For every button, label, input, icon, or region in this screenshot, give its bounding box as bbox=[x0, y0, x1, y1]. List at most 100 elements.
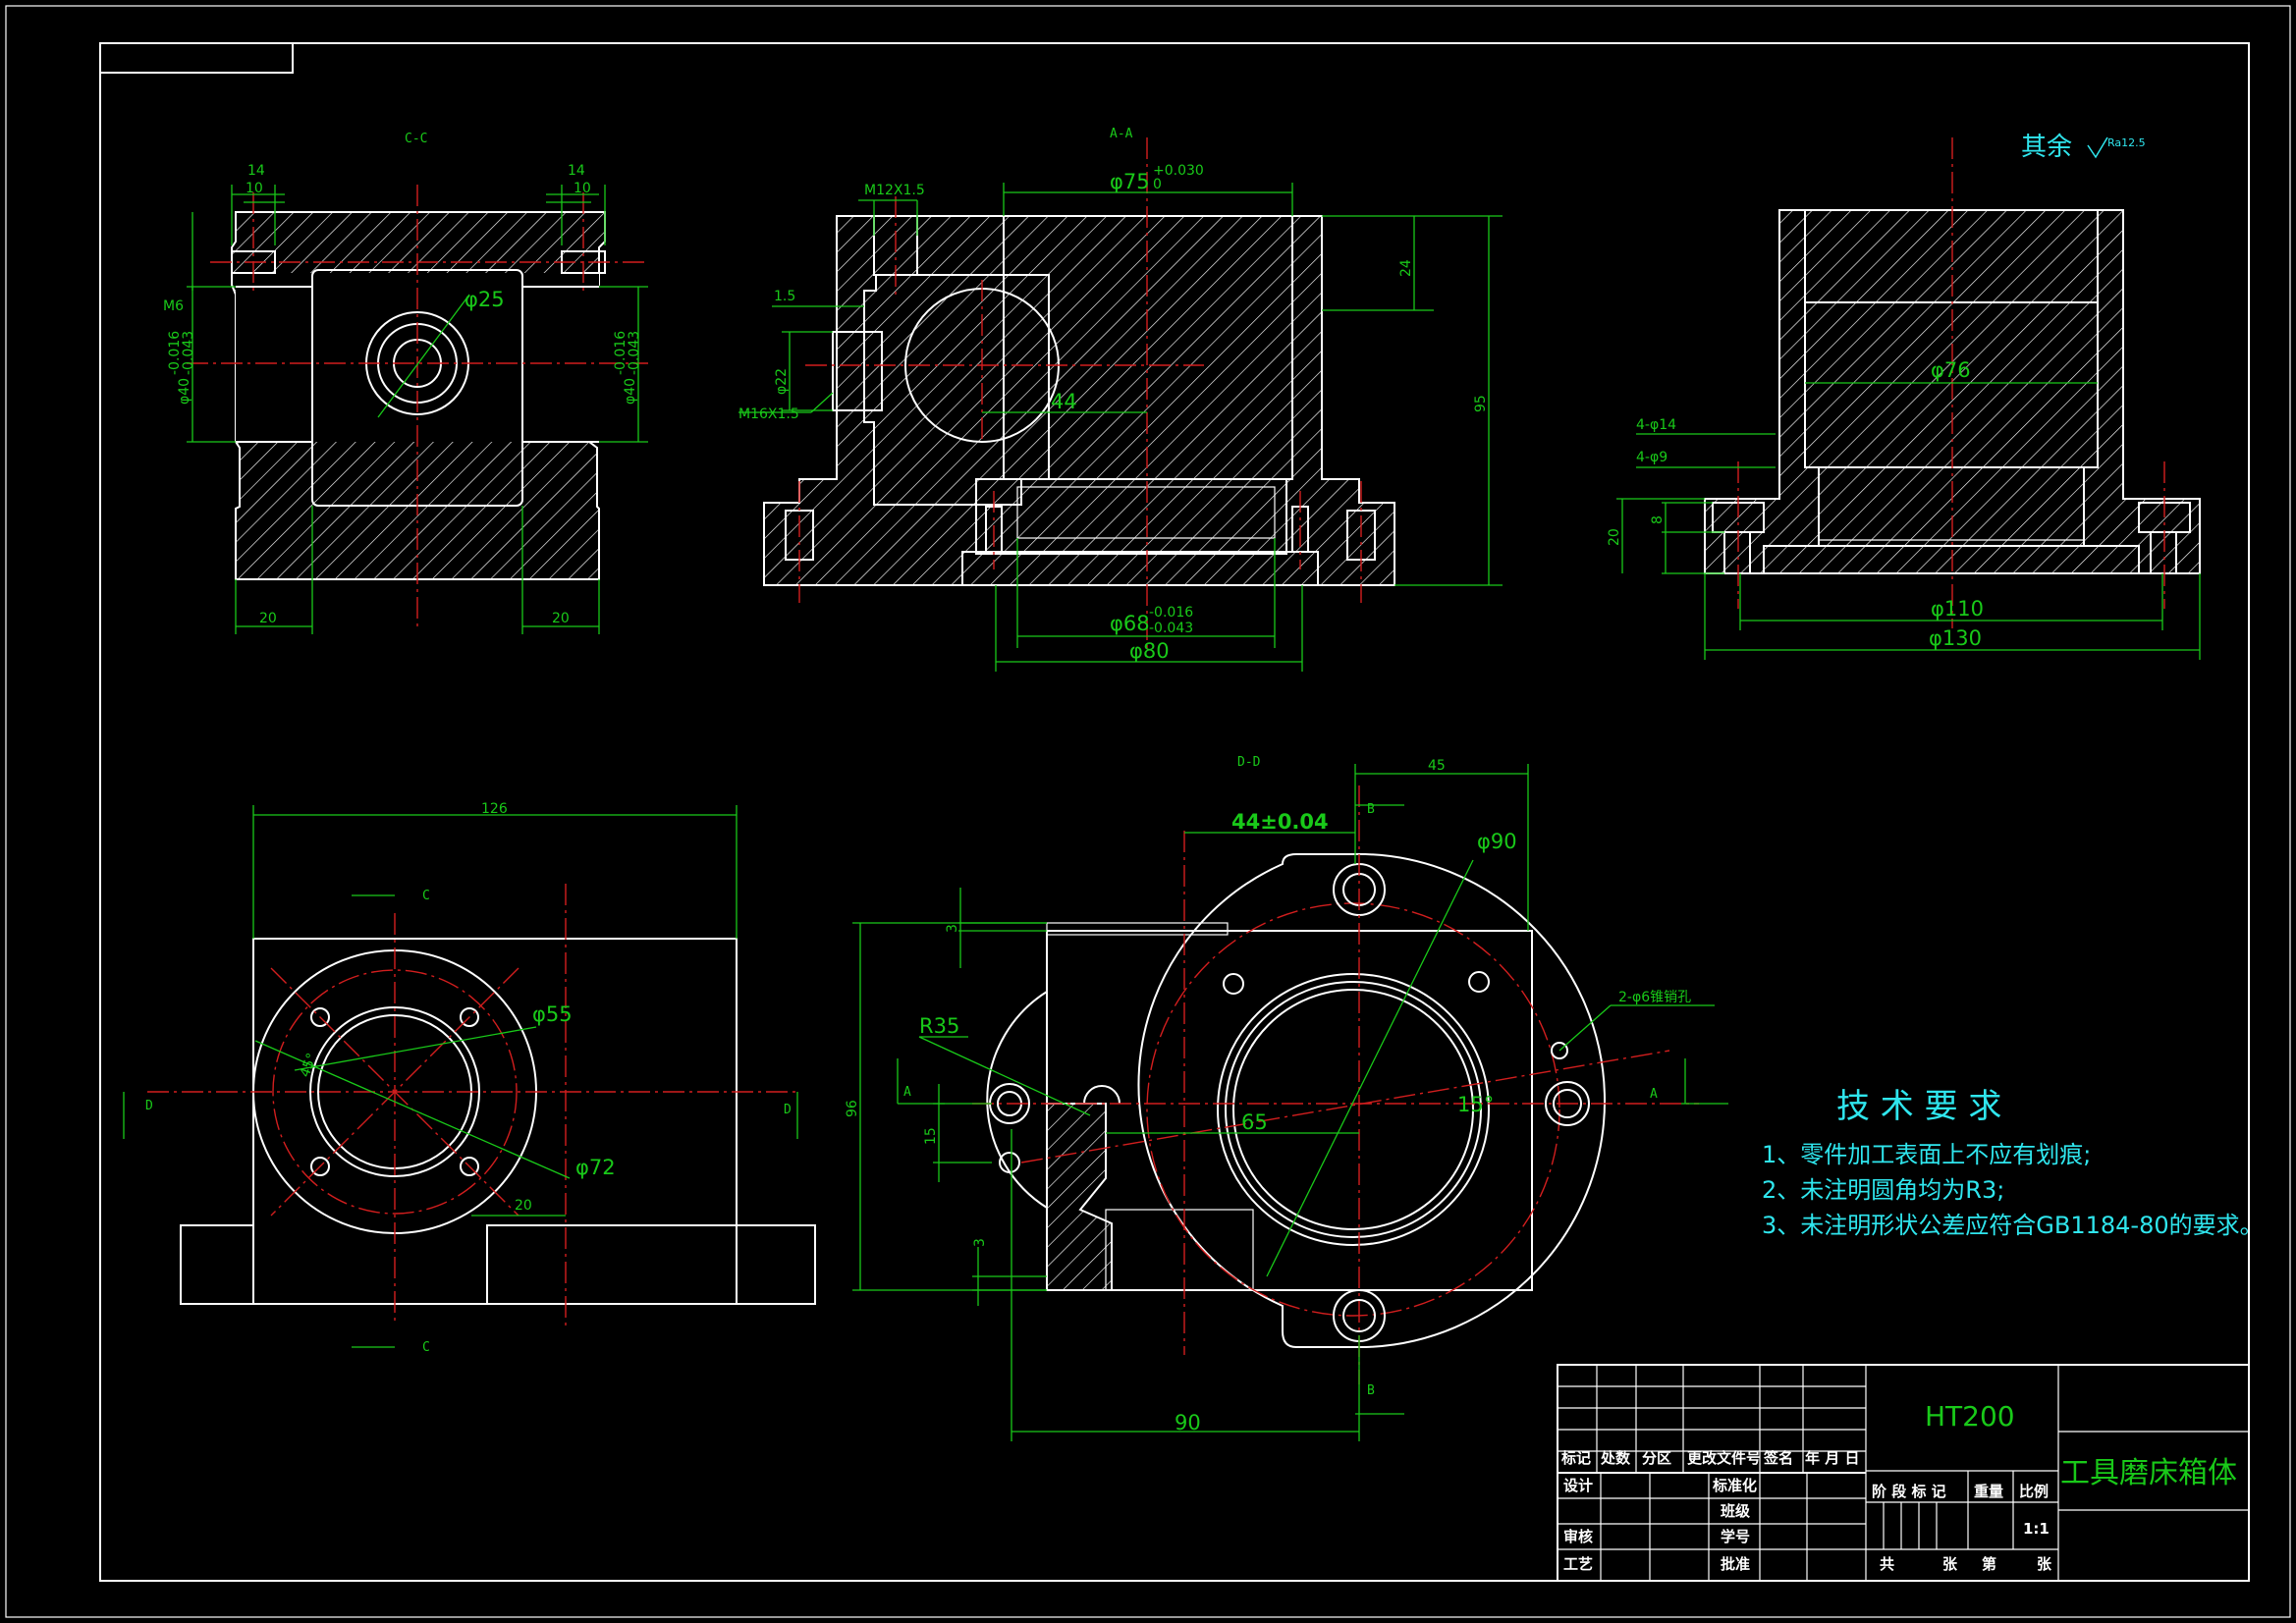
dims-right: φ76 4-φ14 4-φ9 8 20 φ110 φ130 bbox=[1607, 358, 2201, 660]
tb-class: 班级 bbox=[1721, 1502, 1751, 1520]
section-mark-d-right: D bbox=[784, 1103, 792, 1117]
dim-dd-44-tol: 44±0.04 bbox=[1231, 810, 1329, 834]
dim-right-20: 20 bbox=[1607, 528, 1622, 546]
roughness-value: Ra12.5 bbox=[2107, 136, 2146, 149]
dim-right-holes9: 4-φ9 bbox=[1636, 450, 1667, 465]
tol-aa-phi68-lower: -0.043 bbox=[1149, 621, 1193, 636]
tb-label-mark: 标记 bbox=[1560, 1449, 1591, 1467]
tol-cc-lower-right: -0.043 bbox=[627, 331, 642, 375]
tb-sheets-unit-2: 张 bbox=[2037, 1555, 2052, 1573]
dim-dd-45: 45 bbox=[1428, 758, 1446, 774]
dim-front-20: 20 bbox=[515, 1198, 532, 1214]
section-mark-b-top: B bbox=[1367, 802, 1375, 817]
tb-weight: 重量 bbox=[1974, 1483, 2003, 1500]
dim-dd-65: 65 bbox=[1241, 1110, 1268, 1134]
dim-aa-1-5: 1.5 bbox=[774, 289, 795, 304]
part-name: 工具磨床箱体 bbox=[2060, 1456, 2237, 1490]
dims-front: 126 φ55 45° φ72 20 C C D D bbox=[123, 801, 798, 1355]
tech-item-3: 3、未注明形状公差应符合GB1184-80的要求。 bbox=[1762, 1212, 2264, 1239]
dim-cc-phi40-right: φ40 bbox=[623, 378, 638, 405]
dim-aa-m12: M12X1.5 bbox=[864, 183, 925, 198]
dims-dd: 45 44±0.04 φ90 2-φ6锥销孔 R35 3 96 15 65 15… bbox=[845, 758, 1728, 1441]
dim-front-angle45: 45° bbox=[298, 1052, 321, 1080]
dim-dd-3-top: 3 bbox=[945, 924, 960, 933]
tb-sheet-number: 第 bbox=[1982, 1555, 1996, 1573]
dim-cc-10-left: 10 bbox=[246, 181, 263, 196]
section-mark-d-left: D bbox=[145, 1099, 153, 1113]
tech-item-2: 2、未注明圆角均为R3; bbox=[1762, 1176, 2004, 1204]
tb-standardization: 标准化 bbox=[1712, 1477, 1757, 1494]
section-mark-a-right: A bbox=[1650, 1087, 1658, 1102]
inner-border bbox=[99, 42, 2250, 1582]
dim-aa-24: 24 bbox=[1398, 259, 1414, 277]
dim-aa-phi22: φ22 bbox=[774, 368, 790, 395]
tb-scale: 1:1 bbox=[2023, 1520, 2050, 1538]
dim-aa-phi68: φ68 bbox=[1110, 612, 1150, 635]
tb-label-change-doc: 更改文件号 bbox=[1687, 1449, 1761, 1467]
section-title-aa: A-A bbox=[1110, 127, 1133, 141]
dim-aa-95: 95 bbox=[1473, 395, 1489, 412]
corner-tab bbox=[100, 43, 294, 74]
dim-right-holes14: 4-φ14 bbox=[1636, 417, 1676, 433]
material: HT200 bbox=[1925, 1400, 2015, 1433]
dim-cc-20-left: 20 bbox=[259, 611, 277, 626]
section-mark-b-bottom: B bbox=[1367, 1383, 1375, 1398]
tb-process: 工艺 bbox=[1563, 1555, 1593, 1573]
outer-border bbox=[5, 5, 2291, 1618]
dims-aa: M12X1.5 φ75 +0.030 0 1.5 φ22 M16X1.5 44 … bbox=[738, 163, 1503, 672]
section-mark-c-bottom: C bbox=[422, 1340, 430, 1355]
view-front bbox=[147, 884, 816, 1325]
tb-stage-mark: 阶 段 标 记 bbox=[1872, 1483, 1946, 1500]
tb-approve: 批准 bbox=[1721, 1555, 1750, 1573]
view-section-dd bbox=[972, 785, 1699, 1384]
dim-dd-phi90: φ90 bbox=[1477, 830, 1517, 853]
dim-cc-10-right: 10 bbox=[574, 181, 591, 196]
tol-aa-phi68-upper: -0.016 bbox=[1149, 605, 1193, 621]
tech-title: 技 术 要 求 bbox=[1836, 1087, 2001, 1126]
tb-scale-label: 比例 bbox=[2019, 1483, 2049, 1500]
dim-cc-20-right: 20 bbox=[552, 611, 570, 626]
dim-dd-angle15: 15° bbox=[1457, 1093, 1494, 1116]
dim-aa-phi75: φ75 bbox=[1110, 170, 1150, 193]
tb-student-id: 学号 bbox=[1721, 1528, 1750, 1545]
section-mark-c-top: C bbox=[422, 889, 430, 903]
dim-right-phi110: φ110 bbox=[1931, 597, 1984, 621]
dim-cc-phi25: φ25 bbox=[465, 288, 505, 311]
dim-cc-m6: M6 bbox=[163, 298, 184, 314]
tol-cc-lower-left: -0.043 bbox=[181, 331, 196, 375]
tol-aa-phi75-lower: 0 bbox=[1153, 177, 1162, 192]
dim-cc-14-left: 14 bbox=[247, 163, 265, 179]
dim-front-phi55: φ55 bbox=[532, 1002, 573, 1026]
view-section-aa bbox=[763, 137, 1395, 648]
roughness-label: 其余 bbox=[2021, 133, 2072, 162]
dim-dd-r35: R35 bbox=[919, 1014, 959, 1038]
dim-aa-44: 44 bbox=[1051, 390, 1077, 413]
tb-review: 审核 bbox=[1563, 1528, 1593, 1545]
view-right-section bbox=[1704, 137, 2201, 628]
tb-sheets-unit-1: 张 bbox=[1942, 1555, 1958, 1573]
dim-front-phi72: φ72 bbox=[575, 1156, 616, 1179]
dim-right-phi130: φ130 bbox=[1929, 626, 1982, 650]
tb-sheets-total: 共 bbox=[1880, 1555, 1894, 1573]
dim-aa-phi80: φ80 bbox=[1129, 639, 1170, 663]
tol-aa-phi75-upper: +0.030 bbox=[1153, 163, 1204, 179]
tol-cc-upper-left: -0.016 bbox=[167, 331, 183, 375]
dim-cc-14-right: 14 bbox=[568, 163, 585, 179]
dim-dd-15: 15 bbox=[923, 1127, 939, 1145]
dim-dd-96: 96 bbox=[845, 1100, 860, 1117]
section-mark-a-left: A bbox=[903, 1085, 911, 1100]
surface-roughness-note: 其余 Ra12.5 bbox=[2021, 133, 2146, 162]
tb-label-signature: 签名 bbox=[1763, 1449, 1793, 1467]
technical-requirements: 技 术 要 求 1、零件加工表面上不应有划痕; 2、未注明圆角均为R3; 3、未… bbox=[1762, 1087, 2264, 1239]
dims-cc: 14 10 14 10 M6 φ25 φ40 -0.016 -0.043 φ40… bbox=[163, 163, 648, 634]
dim-right-8: 8 bbox=[1650, 515, 1666, 524]
tol-cc-upper-right: -0.016 bbox=[613, 331, 629, 375]
dim-right-phi76: φ76 bbox=[1931, 358, 1971, 382]
title-block: HT200 工具磨床箱体 标记 处数 分区 更改文件号 签名 年 月 日 设计 … bbox=[1557, 1364, 2250, 1582]
section-title-dd: D-D bbox=[1237, 755, 1261, 770]
dim-dd-90: 90 bbox=[1175, 1411, 1201, 1434]
tb-label-date: 年 月 日 bbox=[1805, 1449, 1859, 1467]
dim-aa-m16: M16X1.5 bbox=[738, 406, 799, 422]
section-title-cc: C-C bbox=[405, 132, 427, 146]
